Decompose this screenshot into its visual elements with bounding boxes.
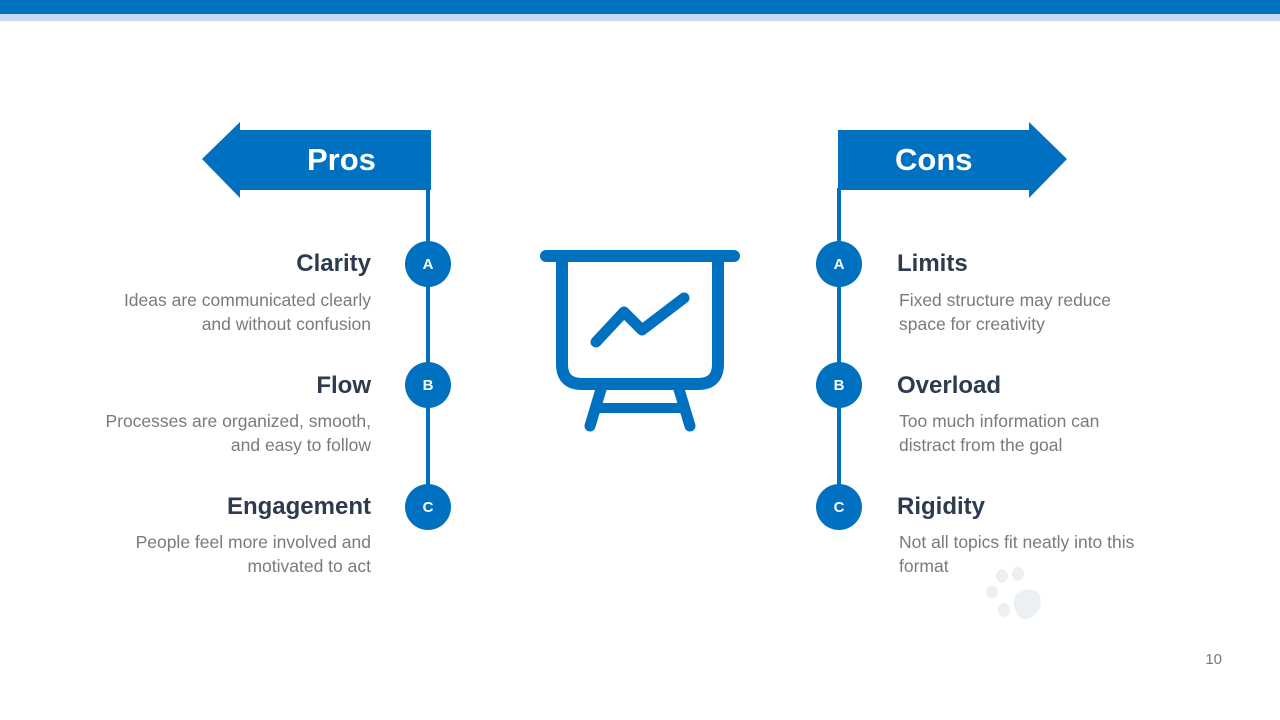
pros-item-c-title: Engagement bbox=[226, 493, 371, 520]
page-number: 10 bbox=[1205, 651, 1222, 668]
pros-item-b-title: Flow bbox=[316, 372, 371, 399]
cons-timeline-line bbox=[837, 188, 841, 508]
cons-item-b-title: Overload bbox=[897, 372, 1002, 399]
pros-item-a-title: Clarity bbox=[296, 250, 371, 277]
cons-label: Cons bbox=[895, 142, 973, 177]
pros-item-a-desc: Ideas are communicated clearly and witho… bbox=[123, 290, 371, 334]
pros-label: Pros bbox=[307, 142, 376, 177]
pros-item-b-desc: Processes are organized, smooth, and eas… bbox=[105, 411, 371, 455]
paw-print-icon bbox=[986, 567, 1041, 620]
pros-item-c-badge: C bbox=[405, 484, 451, 530]
top-accent-bar bbox=[0, 0, 1280, 14]
pros-item-b-badge: B bbox=[405, 362, 451, 408]
cons-item-c-desc: Not all topics fit neatly into this form… bbox=[899, 532, 1135, 576]
pros-timeline-line bbox=[426, 188, 430, 508]
presentation-board-icon bbox=[540, 250, 740, 432]
pros-arrow-banner bbox=[202, 122, 431, 198]
cons-item-b-badge: B bbox=[816, 362, 862, 408]
cons-item-a-title: Limits bbox=[897, 250, 968, 277]
cons-item-b-desc: Too much information can distract from t… bbox=[899, 411, 1100, 455]
cons-item-a-badge: A bbox=[816, 241, 862, 287]
cons-item-a-desc: Fixed structure may reduce space for cre… bbox=[899, 290, 1112, 334]
pros-item-a-badge: A bbox=[405, 241, 451, 287]
cons-arrow-banner bbox=[838, 122, 1067, 198]
top-accent-bar-light bbox=[0, 14, 1280, 21]
cons-item-c-title: Rigidity bbox=[897, 493, 985, 520]
cons-item-c-badge: C bbox=[816, 484, 862, 530]
pros-item-c-desc: People feel more involved and motivated … bbox=[135, 532, 371, 576]
